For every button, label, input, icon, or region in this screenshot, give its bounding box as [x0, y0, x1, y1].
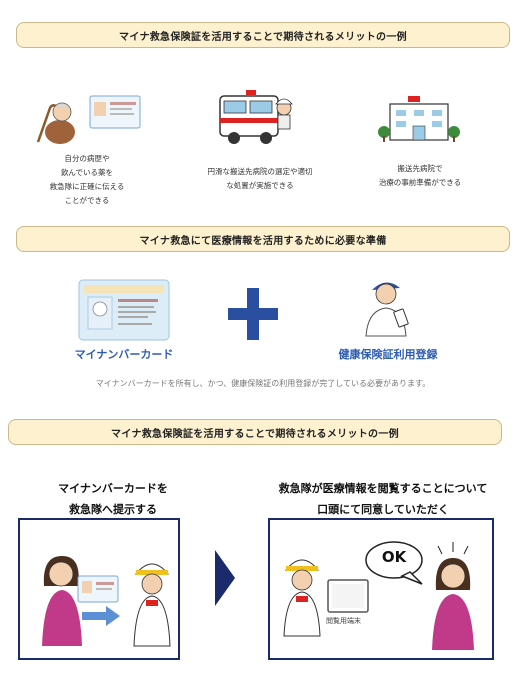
paramedic-icon	[130, 550, 174, 650]
tablet-label: 閲覧用端末	[326, 617, 361, 625]
speech-bubble: OK	[364, 540, 424, 588]
preparation-note: マイナンバーカードを所有し、かつ、健康保険証の利用登録が完了している必要がありま…	[95, 379, 431, 388]
benefit-caption-1: 自分の病歴や 飲んでいる薬を 救急隊に正確に伝える ことができる	[49, 154, 125, 205]
paramedic-with-tablet-icon	[282, 550, 386, 640]
next-step-arrow	[215, 550, 235, 606]
plus-icon	[228, 288, 278, 340]
step-2-title: 救急隊が医療情報を閲覧することについて 口頭にて同意していただく	[278, 482, 488, 516]
banner-top-benefits: マイナ救急保険証を活用することで期待されるメリットの一例	[16, 22, 510, 48]
right-arrow-icon	[82, 606, 120, 626]
ambulance-icon	[216, 88, 296, 150]
elderly-patient-with-card-icon	[30, 92, 145, 144]
banner-preparation: マイナ救急にて医療情報を活用するために必要な準備	[16, 226, 510, 252]
step-2-panel: 閲覧用端末 OK	[268, 518, 494, 660]
banner-bottom-benefits: マイナ救急保険証を活用することで期待されるメリットの一例	[8, 419, 502, 445]
speech-bubble-text: OK	[381, 548, 407, 566]
step-1-panel	[18, 518, 180, 660]
benefit-caption-3: 搬送先病院で 治療の事前準備ができる	[378, 164, 462, 187]
patient-showing-card-icon	[36, 546, 126, 648]
insurance-registration-label: 健康保険証利用登録	[338, 348, 438, 361]
my-number-card-label: マイナンバーカード	[74, 348, 174, 361]
hospital-icon	[378, 94, 460, 144]
person-registering-on-phone-icon	[358, 276, 418, 338]
step-1-title: マイナンバーカードを 救急隊へ提示する	[58, 482, 168, 516]
benefit-caption-2: 円滑な搬送先病院の選定や適切 な処置が実施できる	[207, 167, 313, 190]
patient-consenting-icon	[428, 542, 478, 652]
my-number-card-icon	[78, 279, 170, 341]
